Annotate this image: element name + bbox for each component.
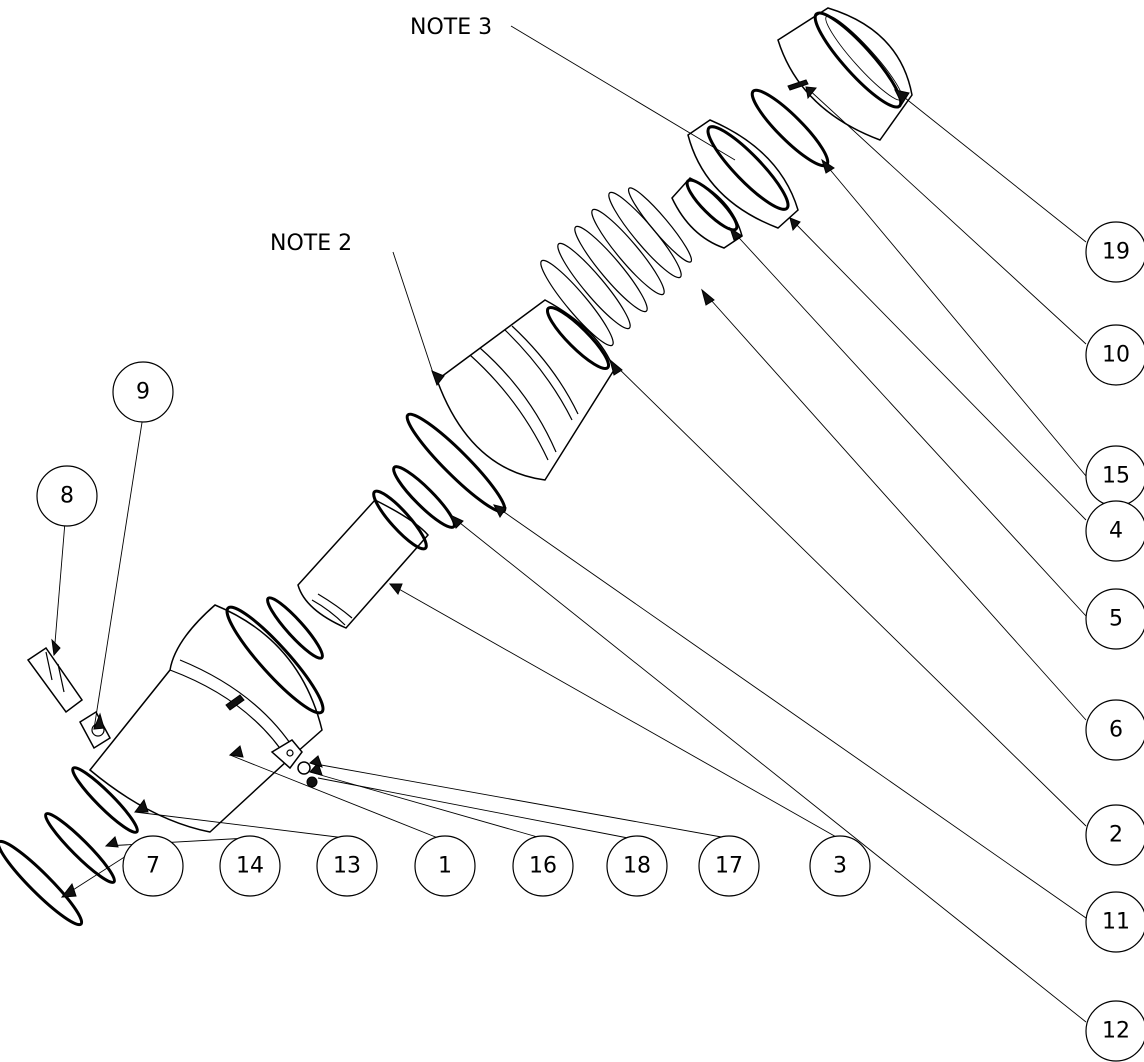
balloon-4: 4 <box>1085 500 1144 562</box>
part-13-ring <box>71 766 139 834</box>
part-8-fitting <box>26 646 84 714</box>
balloon-10: 10 <box>1085 324 1144 386</box>
svg-text:19: 19 <box>1102 240 1130 265</box>
part-10-pin <box>787 79 809 91</box>
part-12-oring <box>392 465 456 529</box>
part-2-piston <box>436 299 615 481</box>
part-19-cap <box>777 7 913 141</box>
svg-text:11: 11 <box>1102 910 1130 935</box>
svg-text:18: 18 <box>623 854 651 879</box>
svg-text:12: 12 <box>1102 1019 1130 1044</box>
part-6-spring <box>540 187 693 347</box>
svg-text:7: 7 <box>146 854 160 879</box>
svg-text:9: 9 <box>136 380 150 405</box>
balloon-19: 19 <box>1085 221 1144 283</box>
balloon-2: 2 <box>1085 804 1144 866</box>
balloon-6: 6 <box>1085 699 1144 761</box>
part-14-ring <box>44 812 116 884</box>
balloon-9: 9 <box>112 361 174 423</box>
part-18-washer <box>306 776 318 788</box>
balloon-15: 15 <box>1085 445 1144 507</box>
part-4-collar <box>687 119 799 229</box>
svg-text:8: 8 <box>60 484 74 509</box>
svg-text:3: 3 <box>833 854 847 879</box>
balloon-7: 7 <box>122 835 184 897</box>
part-7-ring <box>0 839 84 927</box>
leader-lines <box>53 25 1087 1023</box>
balloon-11: 11 <box>1085 891 1144 953</box>
part-9-adapter <box>79 710 111 750</box>
balloon-5: 5 <box>1085 588 1144 650</box>
svg-text:2: 2 <box>1109 823 1123 848</box>
svg-text:10: 10 <box>1102 343 1130 368</box>
balloon-3: 3 <box>809 835 871 897</box>
svg-text:14: 14 <box>236 854 264 879</box>
balloon-8: 8 <box>36 465 98 527</box>
note-3-label: NOTE 3 <box>410 15 492 40</box>
svg-text:15: 15 <box>1102 464 1130 489</box>
svg-text:1: 1 <box>438 854 452 879</box>
part-13-body <box>88 604 325 833</box>
balloon-12: 12 <box>1085 1000 1144 1062</box>
balloons: 19 10 15 4 5 6 2 11 12 9 8 7 14 13 1 16 … <box>36 221 1144 1062</box>
svg-text:6: 6 <box>1109 718 1123 743</box>
svg-text:13: 13 <box>333 854 361 879</box>
part-small-oring <box>266 596 324 660</box>
svg-text:16: 16 <box>529 854 557 879</box>
part-17-nut <box>297 761 311 775</box>
balloon-14: 14 <box>219 835 281 897</box>
balloon-17: 17 <box>698 835 760 897</box>
svg-text:5: 5 <box>1109 607 1123 632</box>
parts <box>0 7 913 927</box>
balloon-18: 18 <box>606 835 668 897</box>
balloon-16: 16 <box>512 835 574 897</box>
arrowheads <box>51 86 910 898</box>
note-2-label: NOTE 2 <box>270 231 352 256</box>
balloon-1: 1 <box>414 835 476 897</box>
svg-text:17: 17 <box>715 854 743 879</box>
svg-text:4: 4 <box>1109 519 1123 544</box>
part-3-tube <box>297 489 429 629</box>
balloon-13: 13 <box>316 835 378 897</box>
